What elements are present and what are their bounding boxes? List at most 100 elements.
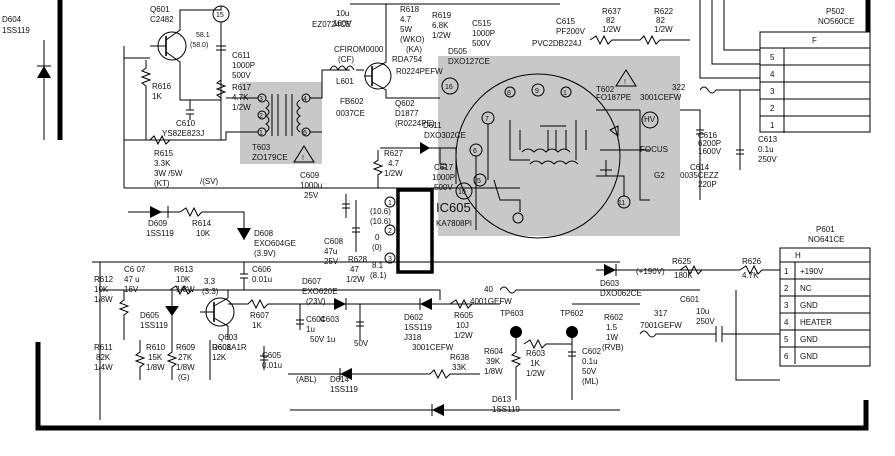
r603-ref: R603 (526, 349, 546, 358)
c616-voltage: 1600V (698, 147, 722, 156)
c607-value: 47 u (124, 275, 140, 284)
wire-top-rail (179, 6, 222, 140)
c609-value: 1000u (300, 181, 322, 190)
d609-row-group: D609 1SS119 R614 10K D608 EXO604GE (3.9V… (128, 206, 296, 258)
r618-tag2: (KA) (406, 45, 422, 54)
socket-pin6: 6 (473, 148, 477, 155)
r605-watt: 1/2W (454, 331, 473, 340)
r611-ref: R611 (94, 343, 113, 352)
c613-ref: C613 (758, 135, 778, 144)
r618-ref: R618 (400, 5, 420, 14)
r611-watt: 1/4W (94, 363, 113, 372)
p601-ref: P601 (816, 225, 835, 234)
c607-group: C6 07 47 u 16V (124, 265, 146, 294)
c611-ref: C611 (232, 51, 251, 60)
r609-ref: R609 (176, 343, 196, 352)
c614-value: 220P (698, 180, 717, 189)
d613-part: 1SS119 (492, 405, 520, 414)
r622-ref: R622 (654, 7, 674, 16)
fb602-part: 0037CE (336, 109, 365, 118)
p601-pin-signal: +190V (800, 267, 824, 276)
c617-d611-group: 10 D611 DXO302CE C617 1000P 500V R627 4.… (372, 121, 473, 200)
p502-pin-num: 4 (770, 70, 775, 79)
r617-group: R617 4.7K 1/2W (215, 79, 252, 112)
r611-r610-r609-r608-group: R611 82K 1/4W R610 15K 1/8W R609 27K 1/8… (94, 340, 232, 382)
r612-group: R612 10K 1/8W (94, 275, 130, 340)
abl-label: (ABL) (296, 375, 317, 384)
c515-ref: C515 (472, 19, 492, 28)
sv-label: /(SV) (200, 177, 219, 186)
r615-watt: 3W /5W (154, 169, 183, 178)
d608-diode-symbol (237, 228, 251, 240)
c617-ref: C617 (434, 163, 454, 172)
c610-group: C610 YS82E823J (162, 100, 204, 138)
p601-body (779, 247, 871, 367)
d604-group: D604 1SS119 (2, 15, 51, 140)
r615-group: R615 3.3K 3W /5W (KT) /(SV) (124, 134, 226, 188)
cf-label: (CF) (338, 55, 354, 64)
socket-pin8: 8 (507, 90, 511, 97)
d604-diode-symbol (37, 66, 51, 78)
r615-tag: (KT) (154, 179, 170, 188)
d614-diode-symbol (340, 368, 352, 380)
socket-pin7: 7 (485, 116, 489, 123)
r602-watt: 1W (606, 333, 618, 342)
g2-label: G2 (654, 171, 665, 180)
r612-ref: R612 (94, 275, 114, 284)
d607-voltage: (23V) (306, 297, 326, 306)
t603-pin2: 2 (259, 113, 263, 120)
d611-ref: D611 (423, 121, 442, 130)
d605-part: 1SS119 (140, 321, 168, 330)
v50-label: 50V (354, 339, 369, 348)
p601-pin-num: 3 (784, 301, 789, 310)
r616-value: 1K (152, 92, 162, 101)
p502-part: NO560CE (818, 17, 854, 26)
t603-pin3: 3 (259, 96, 263, 103)
r613-watt: 1/8W (176, 285, 195, 294)
ez-part: EZ0724CE (312, 20, 351, 29)
d613-diode-symbol (432, 404, 444, 416)
r614-value: 10K (196, 229, 211, 238)
q602-alt3: RDA754 (392, 55, 423, 64)
t602-warning-icon (615, 69, 637, 87)
v0b-label: (0) (372, 243, 382, 252)
d602-diode-symbol (420, 298, 432, 310)
d607-ref: D607 (302, 277, 322, 286)
r619-ref: R619 (432, 11, 452, 20)
q602-part: D1877 (395, 109, 419, 118)
q601-part: C2482 (150, 15, 174, 24)
r613-value: 10K (176, 275, 191, 284)
c610-ref: C610 (176, 119, 196, 128)
p601-part: NO641CE (808, 235, 844, 244)
r628-watt: 1/2W (346, 275, 365, 284)
c604-ref: C604 (306, 315, 326, 324)
t603-part: ZO179CE (252, 153, 288, 162)
r622-watt: 1/2W (654, 25, 673, 34)
r627-value: 4.7 (388, 159, 400, 168)
c602-tag: (ML) (582, 377, 599, 386)
q602-group: RDA754 R0224PEFW Q602 D1877 (R0224PE) 16 (364, 50, 459, 128)
r614-ref: R614 (192, 219, 212, 228)
ic605-pin1: 1 (388, 200, 392, 207)
d611-diode-symbol (420, 142, 430, 154)
p502-ref: P502 (826, 7, 845, 16)
c617-value: 1000P (432, 173, 455, 182)
q603-part: D601A1R (212, 343, 247, 352)
r604-watt: 1/8W (484, 367, 503, 376)
c606-value: 0.01u (252, 275, 272, 284)
d608-ref: D608 (254, 229, 274, 238)
r602-value: 1.5 (606, 323, 618, 332)
r628-value: 47 (350, 265, 359, 274)
r609-watt: 1/8W (176, 363, 195, 372)
r610-watt: 1/8W (146, 363, 165, 372)
tp603-test-point (510, 326, 522, 338)
v81b-label: (8.1) (370, 271, 387, 280)
r616-ref: R616 (152, 82, 172, 91)
p601-pin-num: 1 (784, 267, 789, 276)
c605-ref: C605 (262, 351, 282, 360)
d609-ref: D609 (148, 219, 168, 228)
d604-part: 1SS119 (2, 26, 30, 35)
t603-warning-mark: ! (302, 155, 304, 162)
c606-group: C606 0.01u (240, 262, 272, 290)
ic605-regulator-block (396, 188, 434, 274)
